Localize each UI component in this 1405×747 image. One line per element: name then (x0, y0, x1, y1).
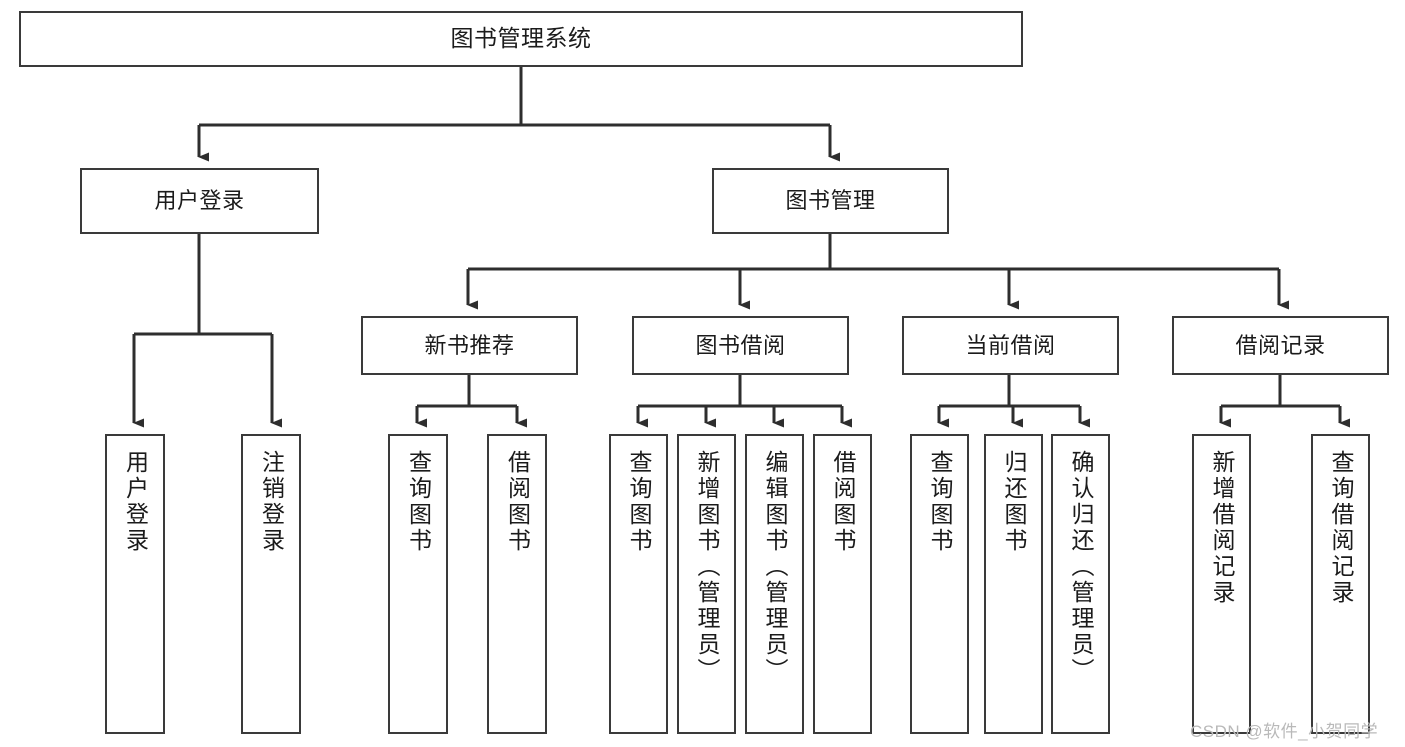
node-borrow-record[interactable]: 借阅记录 (1172, 316, 1389, 375)
node-leaf-user-login-label: 用户登录 (122, 450, 149, 554)
node-leaf-borrow-book[interactable]: 借阅图书 (813, 434, 872, 734)
node-leaf-query-book-current[interactable]: 查询图书 (910, 434, 969, 734)
node-book-borrow-label: 图书借阅 (695, 332, 786, 358)
node-leaf-query-book-recommend-label: 查询图书 (405, 450, 432, 554)
node-leaf-borrow-book-label: 借阅图书 (830, 450, 856, 554)
node-leaf-query-book-borrow[interactable]: 查询图书 (609, 434, 668, 734)
node-root[interactable]: 图书管理系统 (19, 11, 1023, 67)
node-leaf-user-login[interactable]: 用户登录 (105, 434, 165, 734)
node-leaf-add-borrow-record[interactable]: 新增借阅记录 (1192, 434, 1251, 734)
node-leaf-user-logout[interactable]: 注销登录 (241, 434, 301, 734)
node-leaf-borrow-book-recommend[interactable]: 借阅图书 (487, 434, 547, 734)
node-leaf-query-borrow-record-label: 查询借阅记录 (1328, 450, 1354, 606)
node-new-book-recommend[interactable]: 新书推荐 (361, 316, 578, 375)
node-leaf-add-borrow-record-label: 新增借阅记录 (1209, 450, 1235, 606)
node-leaf-edit-book[interactable]: 编辑图书（管理员） (745, 434, 804, 734)
node-leaf-confirm-return-label: 确认归还（管理员） (1068, 450, 1094, 684)
node-user-login-label: 用户登录 (154, 188, 245, 214)
node-book-manage-label: 图书管理 (785, 188, 876, 214)
node-leaf-add-book-label: 新增图书（管理员） (694, 450, 720, 684)
node-leaf-borrow-book-recommend-label: 借阅图书 (504, 450, 531, 554)
watermark: CSDN @软件_小贺同学 (1190, 722, 1379, 741)
node-leaf-user-logout-label: 注销登录 (258, 450, 285, 554)
node-current-borrow[interactable]: 当前借阅 (902, 316, 1119, 375)
node-leaf-confirm-return[interactable]: 确认归还（管理员） (1051, 434, 1110, 734)
node-root-label: 图书管理系统 (450, 25, 592, 52)
node-leaf-query-book-borrow-label: 查询图书 (626, 450, 652, 554)
node-new-book-recommend-label: 新书推荐 (424, 332, 515, 358)
node-current-borrow-label: 当前借阅 (965, 332, 1056, 358)
node-leaf-edit-book-label: 编辑图书（管理员） (762, 450, 788, 684)
node-leaf-query-book-current-label: 查询图书 (927, 450, 953, 554)
node-book-manage[interactable]: 图书管理 (712, 168, 949, 234)
node-leaf-return-book-label: 归还图书 (1001, 450, 1027, 554)
node-leaf-query-book-recommend[interactable]: 查询图书 (388, 434, 448, 734)
node-leaf-return-book[interactable]: 归还图书 (984, 434, 1043, 734)
node-book-borrow[interactable]: 图书借阅 (632, 316, 849, 375)
node-leaf-query-borrow-record[interactable]: 查询借阅记录 (1311, 434, 1370, 734)
node-user-login[interactable]: 用户登录 (80, 168, 319, 234)
node-leaf-add-book[interactable]: 新增图书（管理员） (677, 434, 736, 734)
node-borrow-record-label: 借阅记录 (1235, 332, 1326, 358)
